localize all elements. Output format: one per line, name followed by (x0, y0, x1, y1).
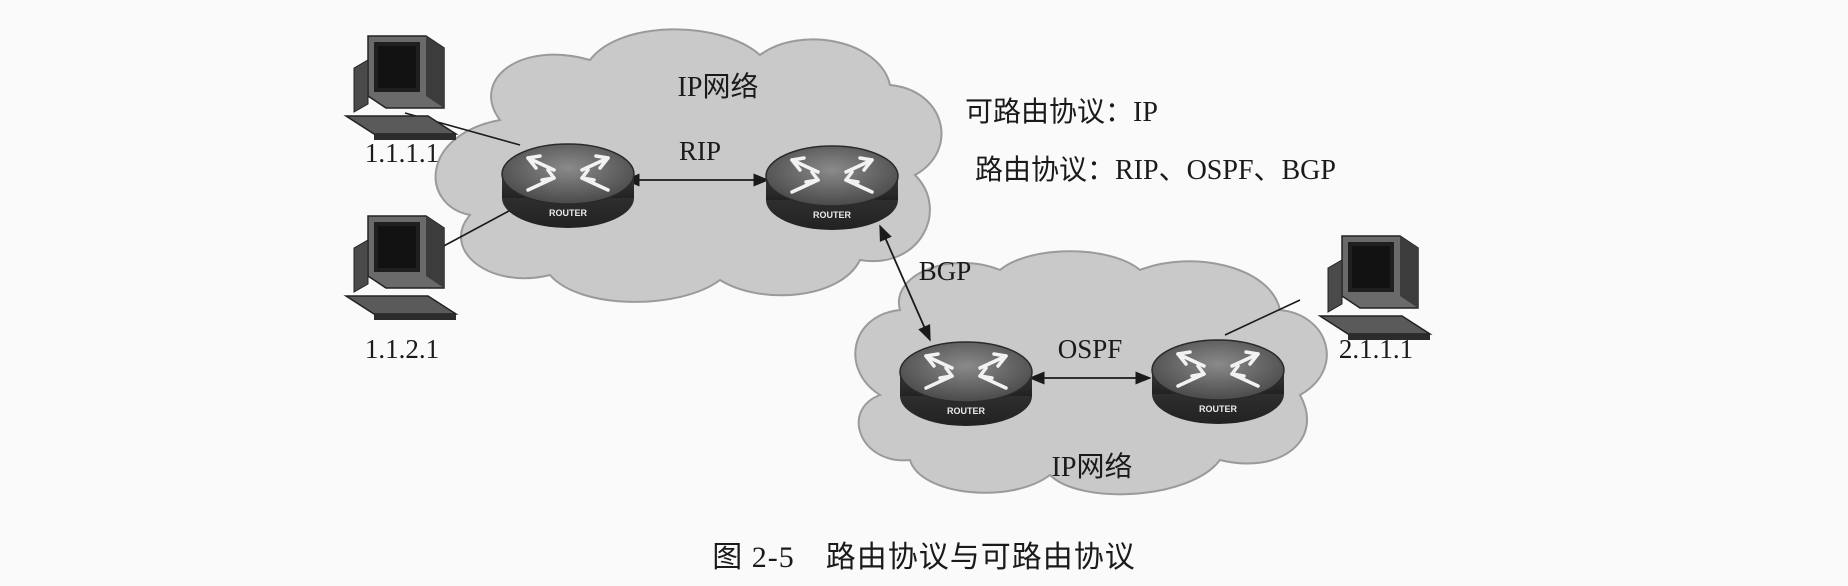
bottom-network-label: IP网络 (1052, 451, 1133, 483)
host-c-address: 2.1.1.1 (1339, 334, 1413, 364)
router-label: ROUTER (1199, 404, 1238, 414)
rip-label: RIP (679, 136, 721, 166)
bgp-arrow (879, 224, 931, 342)
router-bottom-right: ROUTER (1150, 338, 1286, 426)
ospf-label: OSPF (1058, 334, 1123, 364)
host-pc-a (345, 35, 457, 141)
router-bottom-left: ROUTER (898, 340, 1034, 428)
host-a-address: 1.1.1.1 (365, 138, 439, 168)
router-label: ROUTER (813, 210, 852, 220)
top-network-label: IP网络 (678, 71, 759, 103)
link-host-b (439, 204, 521, 249)
router-top-right: ROUTER (764, 144, 900, 232)
router-label: ROUTER (947, 406, 986, 416)
routing-protocol-note: 路由协议：RIP、OSPF、BGP (975, 155, 1336, 186)
router-label: ROUTER (549, 208, 588, 218)
routed-protocol-note: 可路由协议：IP (965, 97, 1158, 128)
host-pc-b (345, 215, 457, 321)
router-top-left: ROUTER (500, 142, 636, 230)
host-pc-c (1319, 235, 1431, 341)
bgp-label: BGP (919, 256, 972, 286)
host-b-address: 1.1.2.1 (365, 334, 439, 364)
figure-caption: 图 2-5 路由协议与可路由协议 (712, 541, 1136, 574)
link-host-c (1224, 299, 1301, 336)
